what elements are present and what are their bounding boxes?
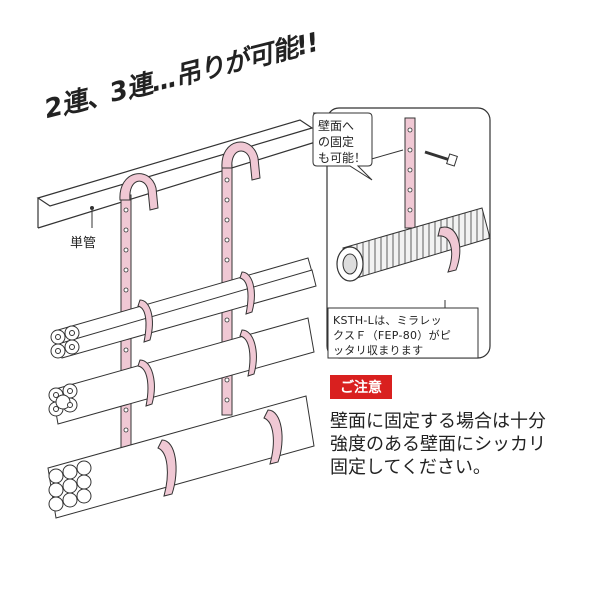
inset-caption: KSTH-Lは、ミラレッ クスＦ（FEP-80）がピ ッタリ収まります — [333, 313, 451, 358]
caption-line: ッタリ収まります — [333, 344, 424, 357]
advice-text: 壁面に固定する場合は十分 強度のある壁面にシッカリ 固定してください。 — [330, 410, 546, 479]
advice-line: 固定してください。 — [330, 457, 491, 478]
single-pipe — [36, 119, 323, 229]
clamp-bands — [137, 271, 283, 497]
advice-line: 強度のある壁面にシッカリ — [330, 434, 546, 455]
caption-line: KSTH-Lは、ミラレッ — [333, 314, 442, 327]
inset-panel — [326, 107, 491, 359]
screw-icon — [424, 150, 458, 167]
caption-line: クスＦ（FEP-80）がピ — [333, 329, 452, 342]
wall-note: 壁面へ の固定 も可能！ — [318, 118, 366, 166]
caution-label: ご注意 — [330, 375, 392, 399]
corrugated-conduit — [336, 207, 491, 282]
wall-note-line: 壁面へ — [318, 119, 355, 133]
wall-note-line: の固定 — [318, 135, 355, 149]
label-single-pipe: 単管 — [70, 236, 97, 251]
wall-note-line: も可能！ — [318, 151, 367, 165]
wall-note-bubble — [312, 112, 373, 181]
pipe-bundle-large — [47, 395, 315, 519]
advice-line: 壁面に固定する場合は十分 — [330, 411, 546, 432]
caption-bubble — [327, 307, 479, 359]
